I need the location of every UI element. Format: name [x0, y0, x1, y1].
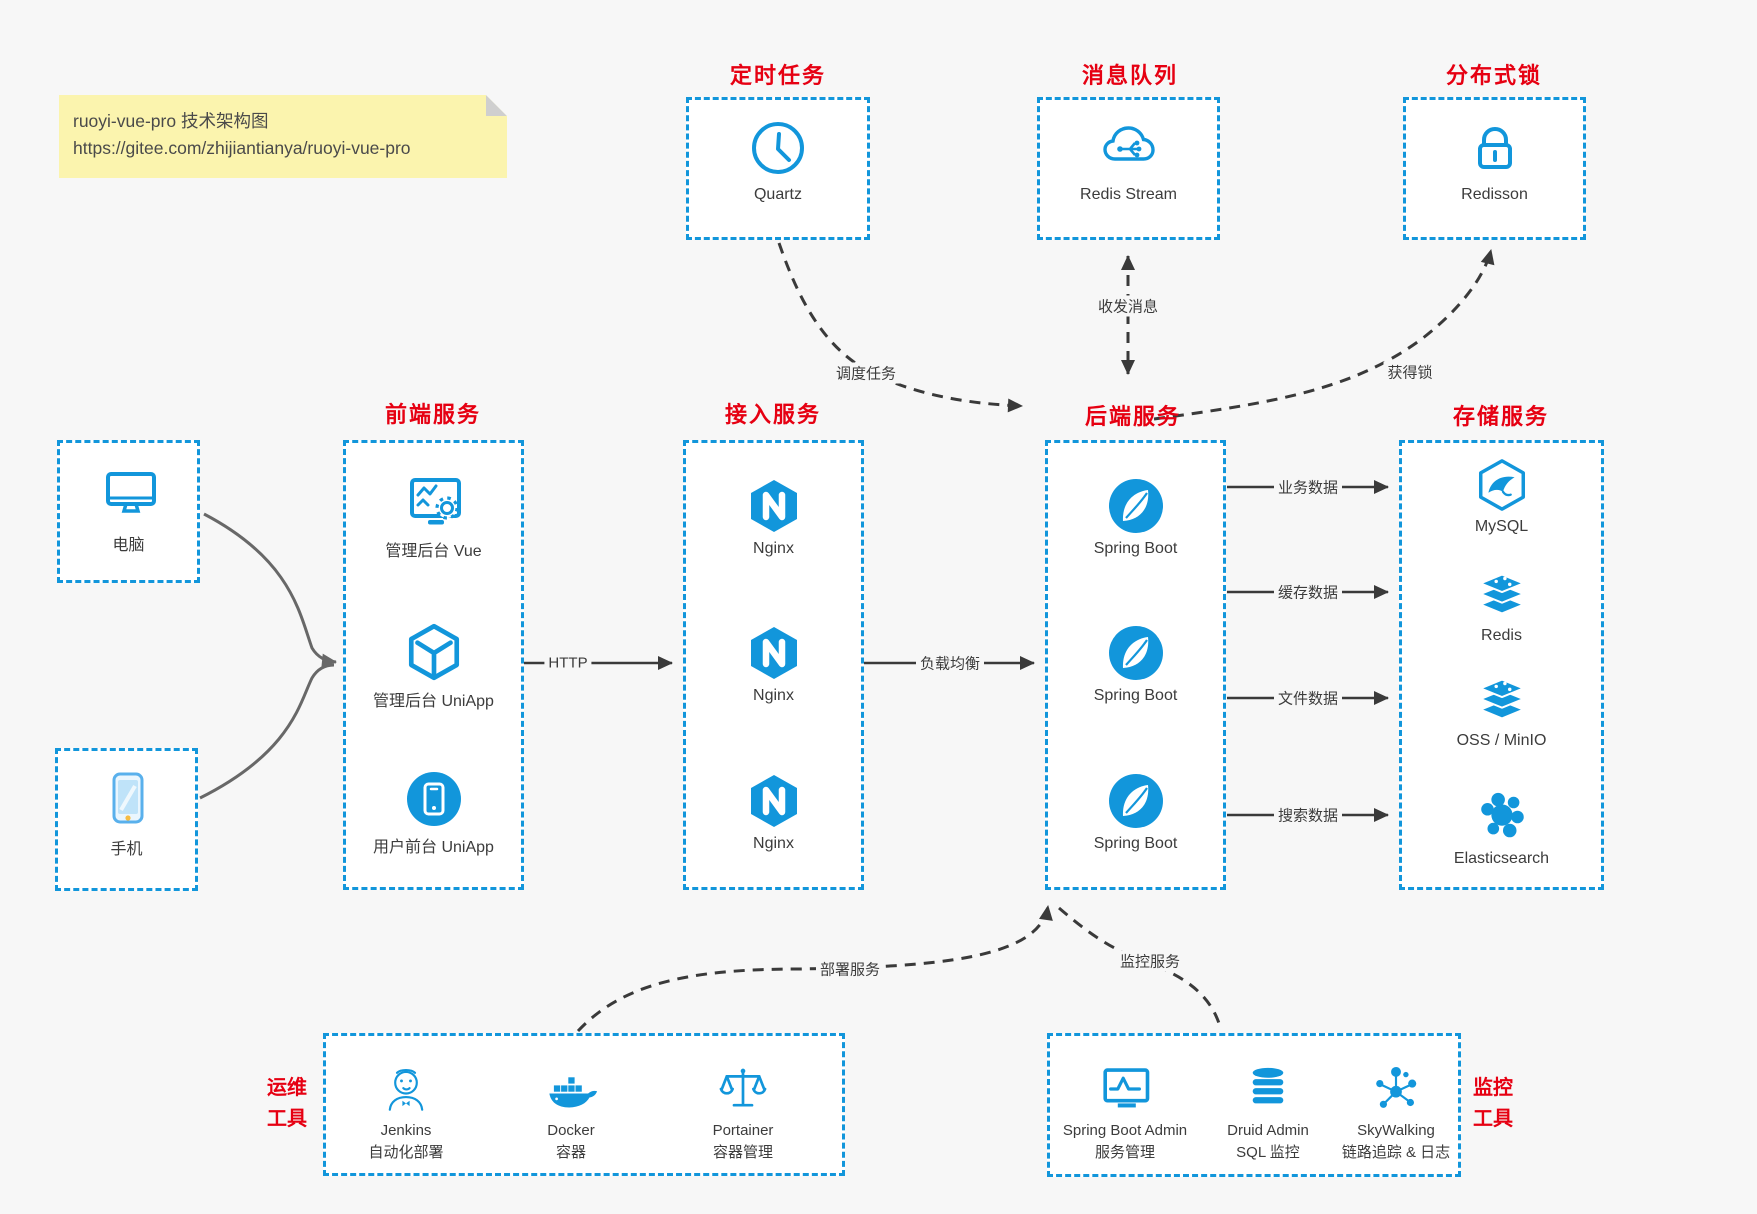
- docker-item: Docker 容器: [491, 1062, 651, 1164]
- frontend-box: 管理后台 Vue 管理后台 UniApp 用户前台 UniApp: [343, 440, 524, 890]
- oss-minio-icon: [1473, 670, 1531, 728]
- cloud-stream-icon: [1099, 118, 1159, 178]
- jenkins-item: Jenkins 自动化部署: [326, 1062, 486, 1164]
- gateway-item-label: Nginx: [753, 540, 794, 557]
- skywalking-name: SkyWalking: [1357, 1122, 1435, 1139]
- uniapp-cube-icon: [403, 621, 465, 683]
- gateway-item-label: Nginx: [753, 835, 794, 852]
- nginx-icon: [744, 476, 804, 536]
- backend-item-label: Spring Boot: [1093, 835, 1178, 852]
- schedule-task-curve: [777, 242, 1023, 413]
- jenkins-desc: 自动化部署: [368, 1144, 444, 1161]
- frontend-item-label: 用户前台 UniApp: [373, 839, 494, 856]
- nginx-icon: [744, 623, 804, 683]
- monitor-box: Spring Boot Admin 服务管理 Druid Admin SQL 监…: [1047, 1033, 1461, 1177]
- gateway-title: 接入服务: [724, 402, 822, 427]
- ops-tools-title: 运维 工具: [267, 1077, 307, 1130]
- redisson-box: Redisson: [1403, 97, 1586, 240]
- lock-icon: [1465, 118, 1525, 178]
- user-app-icon: [404, 769, 464, 829]
- portainer-desc: 容器管理: [712, 1144, 773, 1161]
- admin-vue-icon: [403, 473, 465, 533]
- get-lock-curve: [1153, 249, 1495, 421]
- spring-boot-icon: [1106, 771, 1166, 831]
- docker-desc: 容器: [555, 1144, 586, 1161]
- monitor-tools-title: 监控 工具: [1473, 1077, 1513, 1130]
- spring-boot-icon: [1106, 476, 1166, 536]
- frontend-item-label: 管理后台 UniApp: [373, 693, 494, 710]
- storage-item-label: Elasticsearch: [1453, 850, 1550, 867]
- druid-desc: SQL 监控: [1236, 1144, 1300, 1161]
- clock-icon: [748, 118, 808, 178]
- phone-box: 手机: [55, 748, 198, 891]
- quartz-label: Quartz: [753, 186, 802, 203]
- deploy-curve: [576, 905, 1053, 1033]
- load-balance-edge-label: 负载均衡: [915, 652, 985, 674]
- redisson-label: Redisson: [1461, 186, 1528, 203]
- monitor-edge-label: 监控服务: [1115, 950, 1185, 972]
- computer-icon: [99, 463, 159, 523]
- pc-label: 电脑: [112, 537, 145, 554]
- skywalking-desc: 链路追踪 & 日志: [1341, 1144, 1451, 1161]
- druid-item: Druid Admin SQL 监控: [1193, 1062, 1343, 1164]
- backend-item-label: Spring Boot: [1093, 687, 1178, 704]
- quartz-box: Quartz: [686, 97, 870, 240]
- biz-data-edge-label: 业务数据: [1273, 476, 1343, 498]
- portainer-name: Portainer: [712, 1122, 774, 1139]
- nginx-icon: [744, 771, 804, 831]
- deploy-edge-label: 部署服务: [815, 958, 885, 980]
- gateway-box: Nginx Nginx Nginx: [683, 440, 864, 890]
- phone-label: 手机: [110, 841, 143, 858]
- frontend-title: 前端服务: [384, 402, 482, 427]
- search-data-edge-label: 搜索数据: [1273, 804, 1343, 826]
- backend-item-label: Spring Boot: [1093, 540, 1178, 557]
- sba-desc: 服务管理: [1094, 1144, 1155, 1161]
- get-lock-edge-label: 获得锁: [1383, 361, 1437, 383]
- message-edge-label: 收发消息: [1093, 295, 1163, 317]
- note-url: https://gitee.com/zhijiantianya/ruoyi-vu…: [73, 138, 411, 158]
- note-title: ruoyi-vue-pro 技术架构图: [73, 111, 269, 131]
- gateway-item-label: Nginx: [753, 687, 794, 704]
- ops-box: Jenkins 自动化部署 Docker 容器: [323, 1033, 845, 1176]
- sba-item: Spring Boot Admin 服务管理: [1050, 1062, 1200, 1164]
- mysql-icon: [1473, 456, 1531, 514]
- redis-stream-box: Redis Stream: [1037, 97, 1220, 240]
- portainer-item: Portainer 容器管理: [663, 1062, 823, 1164]
- redis-stream-label: Redis Stream: [1080, 186, 1177, 203]
- portainer-scales-icon: [663, 1062, 823, 1116]
- spring-boot-admin-icon: [1050, 1062, 1200, 1116]
- docker-name: Docker: [547, 1122, 595, 1139]
- client-merge-arrow: [199, 512, 337, 800]
- pc-box: 电脑: [57, 440, 200, 583]
- lock-title: 分布式锁: [1445, 63, 1543, 88]
- storage-box: MySQL Redis: [1399, 440, 1604, 890]
- druid-database-icon: [1193, 1062, 1343, 1116]
- docker-icon: [491, 1062, 651, 1116]
- storage-item-label: Redis: [1481, 627, 1522, 644]
- storage-item-label: MySQL: [1474, 518, 1529, 535]
- cache-data-edge-label: 缓存数据: [1273, 581, 1343, 603]
- http-edge-label: HTTP: [544, 654, 592, 672]
- storage-item-label: OSS / MinIO: [1456, 732, 1547, 749]
- spring-boot-icon: [1106, 623, 1166, 683]
- frontend-item-label: 管理后台 Vue: [385, 543, 482, 560]
- jenkins-name: Jenkins: [380, 1122, 432, 1139]
- jenkins-icon: [326, 1062, 486, 1116]
- mq-title: 消息队列: [1081, 63, 1179, 88]
- skywalking-icon: [1316, 1062, 1476, 1116]
- redis-icon: [1473, 565, 1531, 623]
- scheduler-title: 定时任务: [729, 63, 827, 88]
- phone-icon: [97, 767, 157, 827]
- file-data-edge-label: 文件数据: [1273, 687, 1343, 709]
- sba-name: Spring Boot Admin: [1062, 1122, 1188, 1139]
- backend-title: 后端服务: [1084, 404, 1182, 429]
- backend-box: Spring Boot Spring Boot Spring Boot: [1045, 440, 1226, 890]
- elasticsearch-icon: [1473, 788, 1531, 846]
- skywalking-item: SkyWalking 链路追踪 & 日志: [1316, 1062, 1476, 1164]
- sticky-note: ruoyi-vue-pro 技术架构图 https://gitee.com/zh…: [59, 95, 507, 178]
- druid-name: Druid Admin: [1227, 1122, 1309, 1139]
- schedule-edge-label: 调度任务: [831, 362, 901, 384]
- storage-title: 存储服务: [1452, 404, 1550, 429]
